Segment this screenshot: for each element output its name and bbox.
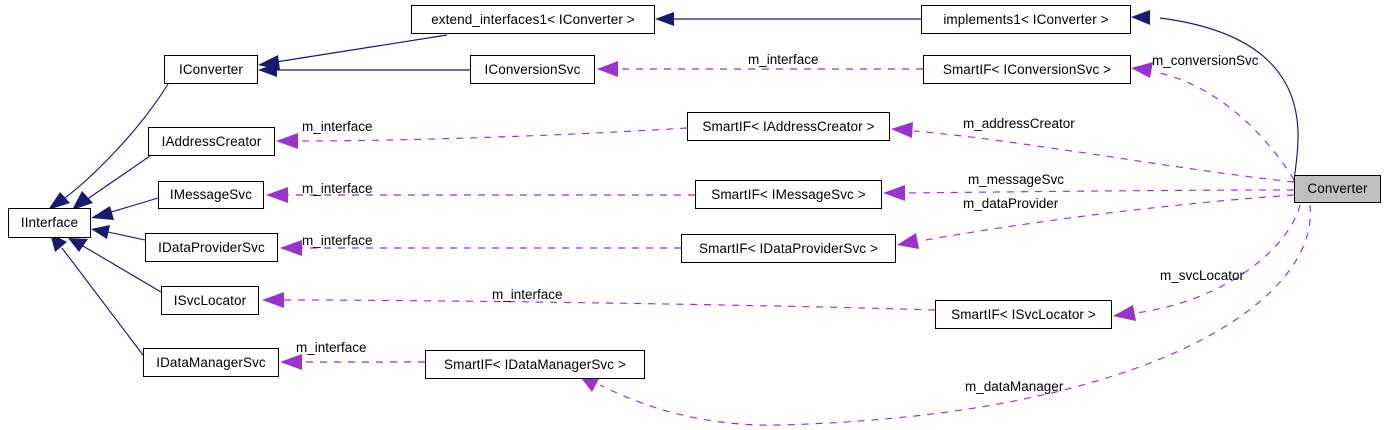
node-extend-interfaces1-iconverter[interactable]: extend_interfaces1< IConverter >	[411, 5, 655, 34]
edge-label-text: m_conversionSvc	[1152, 53, 1259, 68]
edge-extend-interfaces1-to-iconverter	[258, 34, 448, 70]
node-idatamanagersvc[interactable]: IDataManagerSvc	[143, 348, 279, 377]
node-converter[interactable]: Converter	[1294, 175, 1381, 203]
edge-imessagesvc-to-iinterface	[91, 197, 159, 220]
edge-smartif-idatamanagersvc-to-idatamanagersvc	[280, 354, 425, 370]
edge-smartif-iconversionsvc-to-iconversionsvc	[597, 61, 923, 77]
node-iconversionsvc[interactable]: IConversionSvc	[470, 55, 595, 84]
node-smartif-isvclocator[interactable]: SmartIF< ISvcLocator >	[935, 300, 1112, 329]
edge-label-text: m_interface	[296, 340, 367, 355]
node-smartif-iaddresscreator[interactable]: SmartIF< IAddressCreator >	[687, 112, 890, 141]
edge-label-text: m_interface	[302, 119, 373, 134]
node-imessagesvc[interactable]: IMessageSvc	[158, 181, 264, 209]
edge-smartif-iaddresscreator-to-iaddresscreator	[276, 127, 688, 149]
edge-label-m-interface-messagesvc: m_interface	[302, 182, 373, 196]
edge-iconverter-to-iinterface	[48, 83, 169, 210]
edge-label-m-conversionsvc: m_conversionSvc	[1152, 54, 1259, 68]
edge-label-text: m_dataProvider	[963, 196, 1059, 211]
edge-label-m-svclocator: m_svcLocator	[1160, 269, 1244, 283]
node-label: IInterface	[20, 215, 79, 231]
edge-smartif-isvclocator-to-isvclocator	[262, 292, 936, 311]
node-label: SmartIF< IConversionSvc >	[942, 61, 1112, 77]
edge-converter-to-implements1	[1131, 10, 1299, 183]
edge-smartif-idataprovidersvc-to-idataprovidersvc	[280, 240, 681, 256]
edge-label-m-dataprovider: m_dataProvider	[963, 197, 1058, 211]
node-label: IAddressCreator	[161, 133, 262, 149]
node-label: IDataManagerSvc	[156, 354, 266, 370]
node-smartif-iconversionsvc[interactable]: SmartIF< IConversionSvc >	[923, 55, 1131, 84]
node-iaddresscreator[interactable]: IAddressCreator	[148, 127, 275, 156]
edge-label-m-interface-dataprovidersvc: m_interface	[302, 234, 373, 248]
node-label: SmartIF< IAddressCreator >	[702, 118, 875, 134]
edge-label-m-addresscreator: m_addressCreator	[963, 117, 1075, 131]
edge-label-text: m_dataManager	[965, 379, 1064, 394]
edge-label-m-interface-datamanagersvc: m_interface	[296, 341, 367, 355]
edge-converter-to-smartif-iaddresscreator	[891, 122, 1295, 183]
edge-smartif-imessagesvc-to-imessagesvc	[266, 187, 695, 203]
node-iinterface[interactable]: IInterface	[8, 208, 91, 238]
edge-implements1-to-extend-interfaces1	[655, 12, 921, 26]
edge-label-text: m_messageSvc	[968, 172, 1065, 187]
node-implements1-iconverter[interactable]: implements1< IConverter >	[921, 5, 1131, 34]
node-label: IConversionSvc	[484, 61, 581, 77]
edge-label-m-messagesvc: m_messageSvc	[968, 173, 1064, 187]
edge-isvclocator-to-iinterface	[68, 238, 162, 293]
node-smartif-idatamanagersvc[interactable]: SmartIF< IDataManagerSvc >	[425, 350, 645, 379]
edge-iaddresscreator-to-iinterface	[72, 155, 151, 210]
node-label: ISvcLocator	[173, 292, 247, 308]
edge-label-text: m_addressCreator	[963, 116, 1075, 131]
node-iconverter[interactable]: IConverter	[164, 55, 258, 84]
node-smartif-imessagesvc[interactable]: SmartIF< IMessageSvc >	[695, 180, 882, 209]
node-label: Converter	[1307, 181, 1368, 197]
edge-converter-to-smartif-isvclocator	[1113, 204, 1301, 321]
edge-label-m-interface-addresscreator: m_interface	[302, 120, 373, 134]
edge-iconversionsvc-to-iconverter	[258, 63, 470, 77]
node-idataprovidersvc[interactable]: IDataProviderSvc	[145, 233, 278, 262]
node-smartif-idataprovidersvc[interactable]: SmartIF< IDataProviderSvc >	[681, 234, 896, 263]
edge-converter-to-smartif-iconversionsvc	[1131, 62, 1295, 181]
node-label: extend_interfaces1< IConverter >	[431, 11, 635, 27]
node-label: SmartIF< IMessageSvc >	[711, 186, 866, 202]
edge-label-text: m_interface	[492, 287, 563, 302]
node-label: IMessageSvc	[169, 187, 253, 203]
edge-idatamanagersvc-to-iinterface	[50, 233, 144, 356]
edge-label-m-interface-svclocator: m_interface	[492, 288, 563, 302]
edge-label-text: m_interface	[748, 52, 819, 67]
edge-converter-to-smartif-idataprovidersvc	[897, 194, 1295, 249]
edge-label-m-interface-conversionsvc: m_interface	[748, 53, 819, 67]
node-label: implements1< IConverter >	[943, 11, 1109, 27]
edge-label-m-datamanager: m_dataManager	[965, 380, 1063, 394]
node-label: IDataProviderSvc	[158, 239, 265, 255]
edge-idataprovidersvc-to-iinterface	[91, 225, 146, 241]
node-isvclocator[interactable]: ISvcLocator	[161, 286, 259, 315]
node-label: SmartIF< ISvcLocator >	[951, 306, 1096, 322]
edge-label-text: m_interface	[302, 233, 373, 248]
edge-converter-to-smartif-imessagesvc	[883, 185, 1295, 201]
node-label: IConverter	[178, 61, 244, 77]
node-label: SmartIF< IDataProviderSvc >	[698, 240, 878, 256]
edge-label-text: m_interface	[302, 181, 373, 196]
node-label: SmartIF< IDataManagerSvc >	[444, 356, 626, 372]
edge-label-text: m_svcLocator	[1160, 268, 1245, 283]
